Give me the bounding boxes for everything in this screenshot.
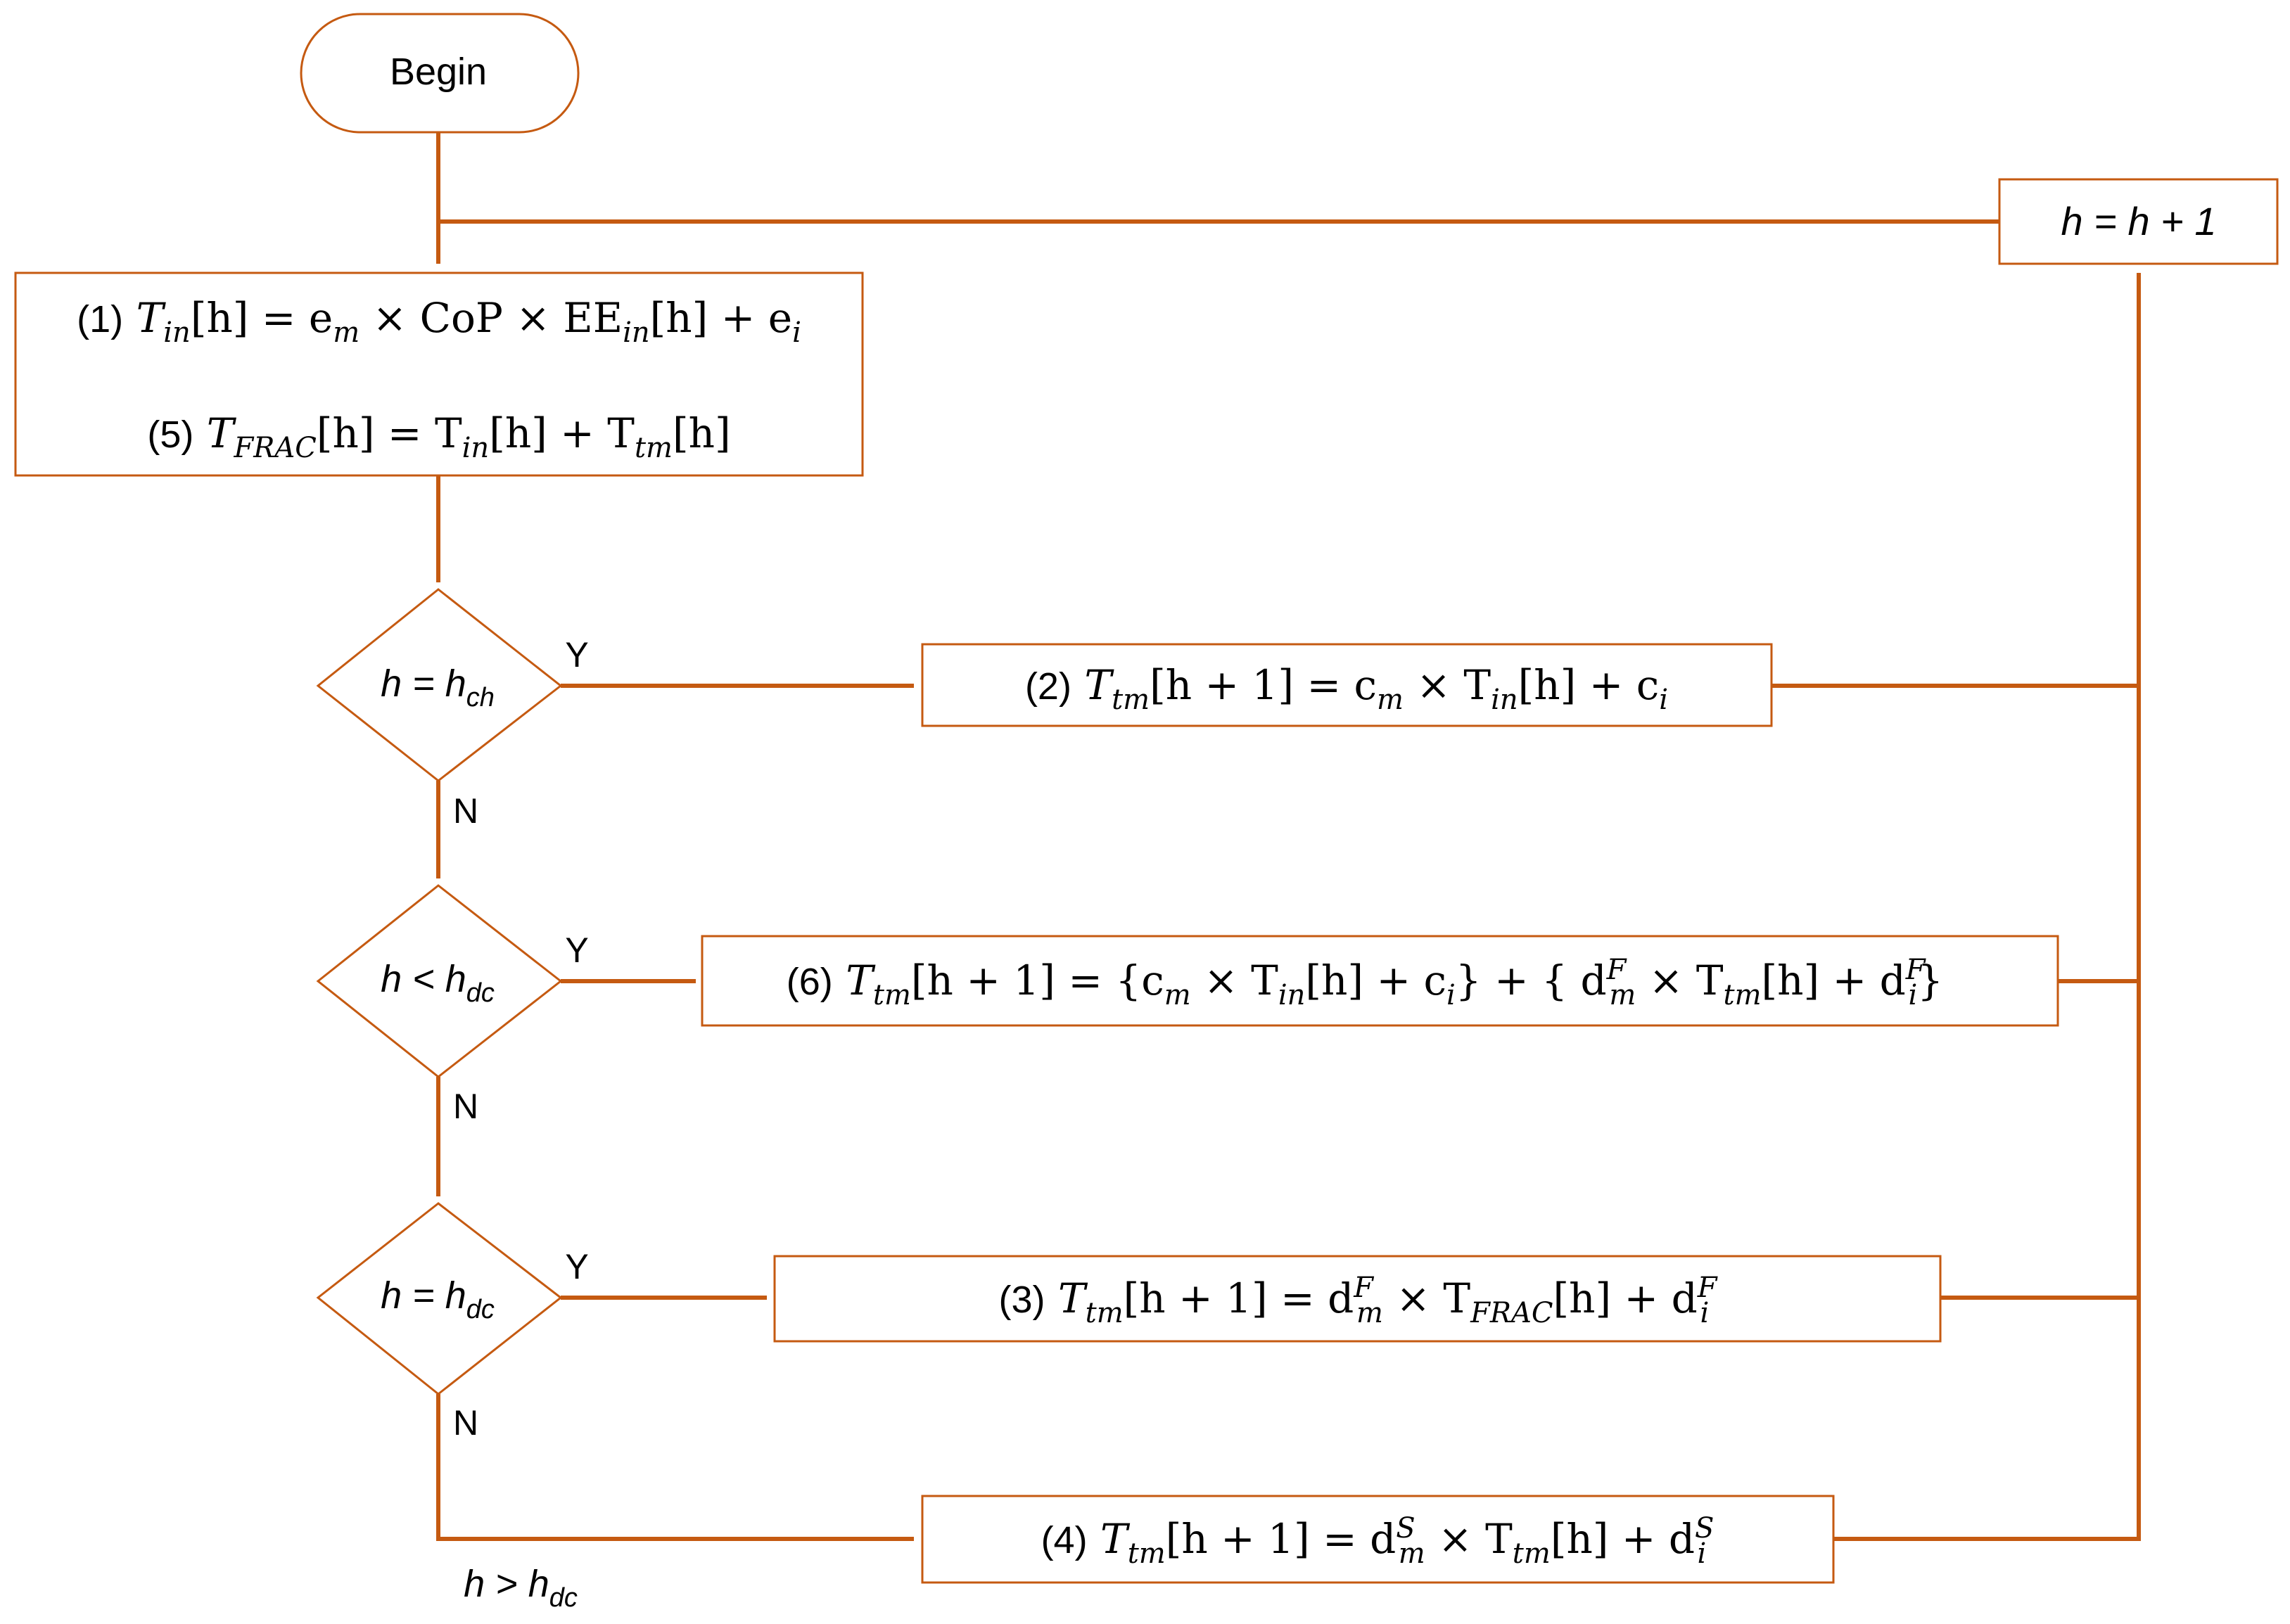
decision-h-eq-hdc — [316, 1202, 563, 1395]
increment-label: h = h + 1 — [2061, 199, 2216, 243]
decision1-no-label: N — [453, 791, 478, 831]
decision3-no-label: N — [453, 1403, 478, 1443]
eq4-box — [921, 1495, 1835, 1584]
decision1-yes-label: Y — [565, 635, 588, 674]
eq6-box — [701, 935, 2059, 1027]
init-box — [14, 271, 864, 477]
begin-terminal — [300, 13, 580, 134]
else-condition-label: h > hdc — [464, 1563, 578, 1613]
decision2-yes-label: Y — [565, 931, 588, 970]
eq4-return-line — [1833, 272, 2141, 1541]
eq6-text: (6) Ttm[h + 1] = {cm × Tin[h] + ci} + { … — [787, 954, 1943, 1011]
shapes — [14, 13, 2279, 1584]
decision-h-eq-hch — [316, 588, 563, 782]
decision2-condition: h < hdc — [381, 958, 495, 1008]
eq2-text: (2) Ttm[h + 1] = cm × Tin[h] + ci — [1025, 661, 1668, 716]
eq3-box — [773, 1255, 1942, 1343]
eq1-text: (1) Tin[h] = em × CoP × EEin[h] + ei — [77, 294, 801, 349]
decision-h-lt-hdc — [316, 884, 563, 1078]
decision3-condition: h = hdc — [381, 1274, 495, 1324]
eq5-text: (5) TFRAC[h] = Tin[h] + Ttm[h] — [147, 409, 730, 464]
connectors — [436, 132, 2141, 1541]
decision1-condition: h = hch — [381, 663, 495, 712]
decision3-no-line — [436, 1394, 915, 1541]
eq2-box — [921, 643, 1773, 727]
begin-label: Begin — [390, 51, 487, 93]
decision2-no-label: N — [453, 1087, 478, 1126]
decision3-yes-label: Y — [565, 1247, 588, 1286]
increment-box — [1998, 178, 2279, 265]
